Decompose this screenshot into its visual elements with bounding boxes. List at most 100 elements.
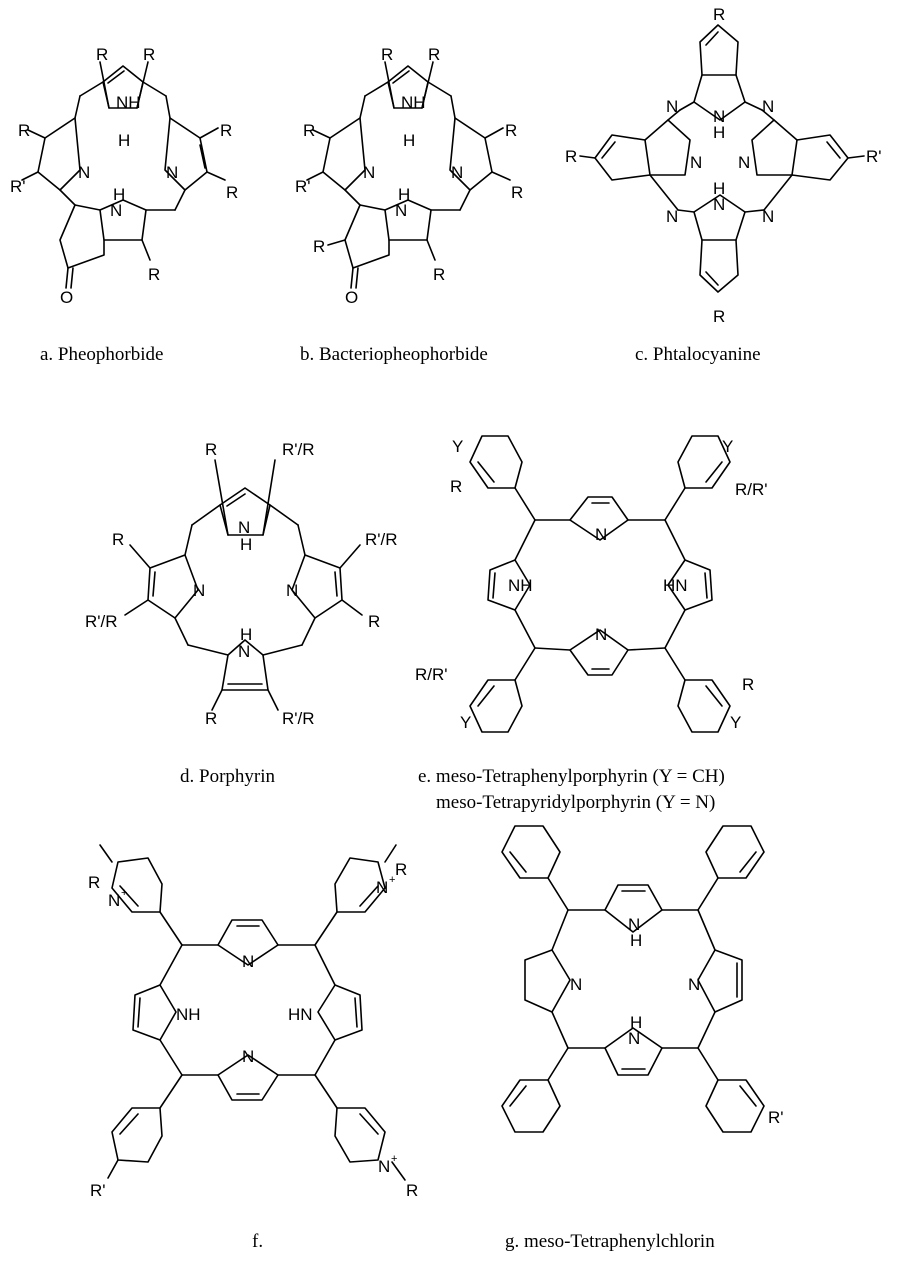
structure-f-bonds [99, 844, 406, 1181]
atom-label: Y [730, 713, 741, 732]
atom-label: H [240, 625, 252, 644]
caption-a: a. Pheophorbide [40, 344, 163, 365]
atom-label: R [713, 307, 725, 326]
atom-label: N [713, 107, 725, 126]
atom-label: R' [768, 1108, 784, 1127]
atom-label: R [303, 121, 315, 140]
caption-g: g. meso-Tetraphenylchlorin [505, 1231, 715, 1252]
atom-label: N [395, 201, 407, 220]
atom-label: R [148, 265, 160, 284]
atom-label: NH [508, 576, 533, 595]
atom-label: N [166, 163, 178, 182]
atom-label: HN [288, 1005, 313, 1024]
atom-label: R'/R [365, 530, 398, 549]
atom-label: H [630, 931, 642, 950]
atom-charge: + [391, 1153, 397, 1165]
atom-label: N [108, 891, 120, 910]
atom-label: N [762, 97, 774, 116]
atom-label: N [570, 975, 582, 994]
structure-c-phtalocyanine: R N N N H N N H N N N R R' R c. Phtalocy… [565, 5, 882, 365]
structure-g-atoms: N H N N H N R' [570, 915, 784, 1127]
structure-d-atoms: R R'/R N H R R'/R N N R'/R R H N R R'/R [85, 440, 398, 728]
caption-e-line2: meso-Tetrapyridylporphyrin (Y = N) [436, 792, 715, 813]
atom-label: N [242, 952, 254, 971]
caption-f: f. [252, 1231, 263, 1252]
atom-label: N [762, 207, 774, 226]
atom-label: R [428, 45, 440, 64]
atom-label: H [398, 185, 410, 204]
atom-label: N [378, 1157, 390, 1176]
structure-a-atoms: R R NH H R R' N N R R H N R O [10, 45, 238, 307]
atom-label: N [628, 1029, 640, 1048]
atom-label: N [688, 975, 700, 994]
atom-label: R' [10, 177, 26, 196]
caption-c: c. Phtalocyanine [635, 344, 761, 365]
atom-label: H [403, 131, 415, 150]
structure-f-atoms: R N + R N + N NH HN N R' N + R [88, 860, 418, 1200]
atom-label: H [240, 535, 252, 554]
atom-charge: + [389, 874, 395, 886]
atom-label: N [666, 207, 678, 226]
atom-label: N [451, 163, 463, 182]
caption-d: d. Porphyrin [180, 766, 276, 787]
atom-label: R [143, 45, 155, 64]
atom-label: R' [866, 147, 882, 166]
atom-label: N [286, 581, 298, 600]
atom-label: R [112, 530, 124, 549]
atom-label: R [713, 5, 725, 24]
atom-label: Y [460, 713, 471, 732]
atom-label: N [628, 915, 640, 934]
atom-label: N [363, 163, 375, 182]
structure-c-atoms: R N N N H N N H N N N R R' R [565, 5, 882, 326]
atom-label: NH [116, 93, 141, 112]
structure-d-bonds [124, 459, 363, 711]
atom-label: R'/R [282, 440, 315, 459]
atom-label: N [713, 195, 725, 214]
structure-f: R N + R N + N NH HN N R' N + R f. [88, 844, 418, 1252]
atom-label: R/R' [415, 665, 448, 684]
atom-label: N [376, 878, 388, 897]
atom-label: R [220, 121, 232, 140]
structure-b-bacteriopheophorbide: R R NH H R R' N N R R H N R R O b. Bacte… [295, 45, 523, 365]
structure-c-bonds [579, 24, 865, 293]
structure-e-tetraphenylporphyrin: Y R Y R/R' N NH HN N R/R' Y R Y e. meso-… [415, 435, 768, 813]
atom-label: NH [401, 93, 426, 112]
atom-label: H [113, 185, 125, 204]
atom-label: H [713, 123, 725, 142]
atom-label: NH [176, 1005, 201, 1024]
atom-label: O [60, 288, 73, 307]
atom-label: R [742, 675, 754, 694]
atom-label: N [238, 642, 250, 661]
atom-label: N [595, 625, 607, 644]
structure-b-bonds [306, 61, 511, 289]
structure-b-atoms: R R NH H R R' N N R R H N R R O [295, 45, 523, 307]
atom-label: R' [295, 177, 311, 196]
atom-label: R [88, 873, 100, 892]
atom-label: R'/R [282, 709, 315, 728]
atom-label: H [713, 179, 725, 198]
atom-label: N [193, 581, 205, 600]
atom-label: N [690, 153, 702, 172]
atom-label: N [242, 1047, 254, 1066]
structure-a-bonds [21, 61, 226, 289]
atom-label: Y [452, 437, 463, 456]
atom-label: R [313, 237, 325, 256]
atom-label: R [205, 709, 217, 728]
atom-label: R [505, 121, 517, 140]
atom-label: R [433, 265, 445, 284]
atom-label: N [738, 153, 750, 172]
atom-label: O [345, 288, 358, 307]
atom-label: N [666, 97, 678, 116]
atom-label: R [565, 147, 577, 166]
atom-label: N [595, 525, 607, 544]
atom-label: R [381, 45, 393, 64]
atom-label: R [368, 612, 380, 631]
atom-label: H [118, 131, 130, 150]
caption-b: b. Bacteriopheophorbide [300, 344, 488, 365]
structure-e-bonds [469, 435, 731, 733]
atom-label: N [110, 201, 122, 220]
atom-label: H [630, 1013, 642, 1032]
caption-e-line1: e. meso-Tetraphenylporphyrin (Y = CH) [418, 766, 725, 787]
atom-label: R [511, 183, 523, 202]
